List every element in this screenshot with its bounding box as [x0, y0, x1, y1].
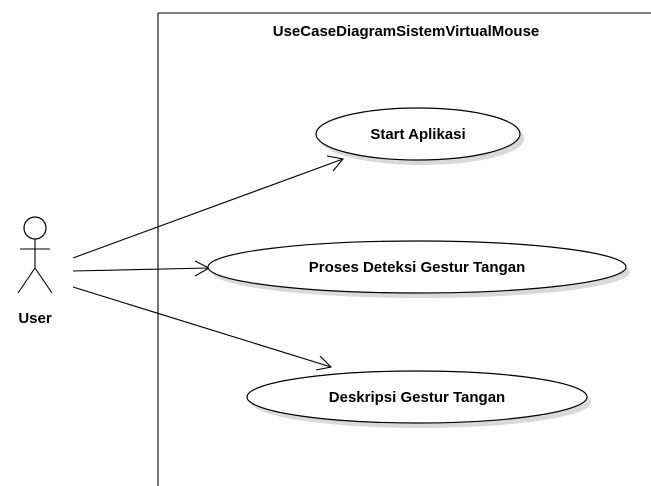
system-boundary: UseCaseDiagramSistemVirtualMouse [157, 12, 651, 486]
use-case-label: Proses Deteksi Gestur Tangan [309, 259, 525, 276]
actor-stick-figure-icon [17, 216, 53, 294]
use-case-start-aplikasi: Start Aplikasi [315, 107, 524, 165]
system-title: UseCaseDiagramSistemVirtualMouse [273, 23, 540, 40]
use-case-label: Deskripsi Gestur Tangan [329, 389, 505, 406]
association-deskripsi-gestur [72, 286, 333, 371]
actor-user: User [17, 216, 53, 327]
association-start-aplikasi [72, 155, 345, 259]
associations [72, 155, 345, 371]
use-case-deskripsi-gestur-tangan: Deskripsi Gestur Tangan [246, 370, 591, 428]
actor-label: User [18, 310, 52, 327]
use-case-label: Start Aplikasi [370, 126, 465, 143]
use-case-proses-deteksi-gestur-tangan: Proses Deteksi Gestur Tangan [207, 240, 630, 298]
association-proses-deteksi [72, 260, 211, 277]
